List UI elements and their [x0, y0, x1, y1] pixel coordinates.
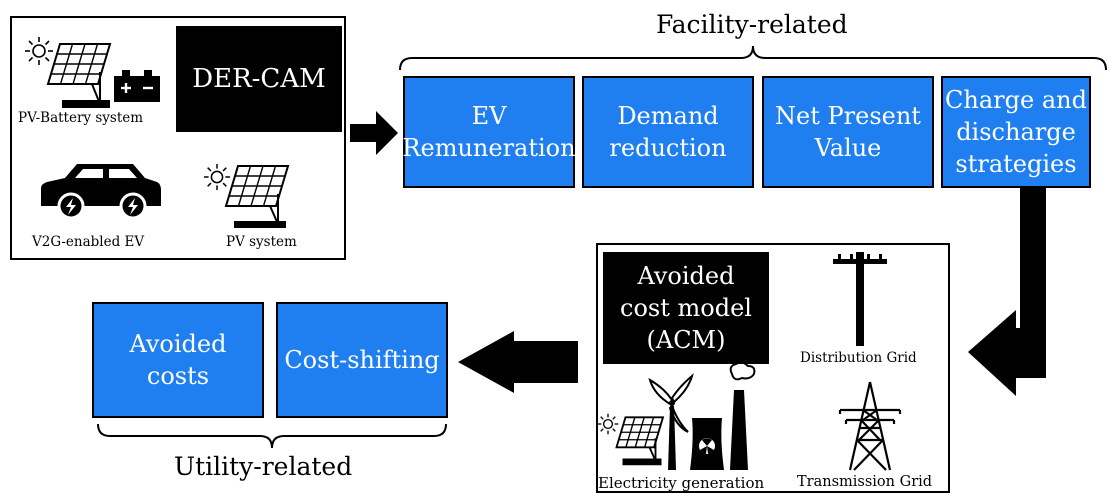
pv-label: PV system	[226, 234, 297, 250]
power-plant-icon	[690, 361, 756, 470]
distribution-pole-icon	[833, 252, 887, 346]
left-arrow-icon	[458, 331, 578, 393]
der-cam-title: DER-CAM	[176, 26, 342, 132]
solar-panel-icon	[615, 416, 665, 466]
battery-icon	[114, 70, 160, 102]
ev-car-icon	[41, 164, 161, 220]
solar-panel-icon	[46, 43, 112, 108]
utility-heading: Utility-related	[174, 452, 353, 481]
distribution-label: Distribution Grid	[800, 350, 917, 366]
demand-reduction-box: Demand reduction	[582, 76, 754, 188]
transmission-label: Transmission Grid	[797, 474, 933, 490]
bent-arrow-icon	[968, 188, 1046, 396]
ev-remuneration-box: EV Remuneration	[402, 76, 576, 188]
avoided-costs-box: Avoided costs	[92, 302, 264, 418]
wind-turbine-icon	[648, 373, 694, 470]
transmission-tower-icon	[838, 381, 902, 471]
sun-icon	[597, 413, 619, 435]
generation-label: Electricity generation	[598, 474, 765, 492]
solar-panel-icon	[224, 165, 290, 228]
facility-brace	[399, 45, 1107, 71]
right-arrow-icon	[350, 111, 398, 155]
pv-battery-label: PV-Battery system	[18, 110, 144, 126]
sun-icon	[25, 37, 53, 65]
ev-label: V2G-enabled EV	[32, 234, 145, 250]
acm-title: Avoided cost model (ACM)	[603, 252, 769, 364]
utility-brace	[97, 423, 447, 449]
net-present-value-box: Net Present Value	[762, 76, 934, 188]
cost-shifting-box: Cost-shifting	[276, 302, 448, 418]
charge-discharge-strategies-box: Charge and discharge strategies	[941, 76, 1091, 188]
facility-heading: Facility-related	[656, 10, 848, 39]
sun-icon	[203, 163, 231, 191]
